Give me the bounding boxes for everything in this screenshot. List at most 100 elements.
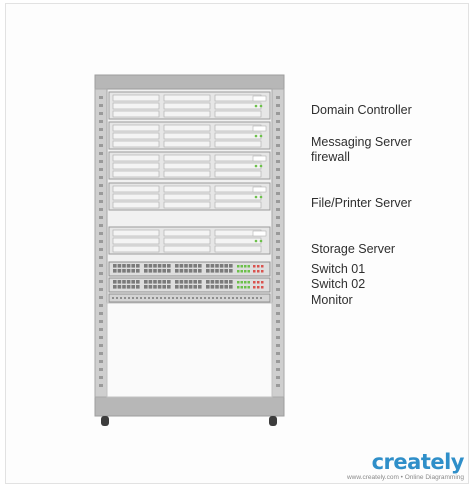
rail-hole — [276, 104, 280, 107]
rail-hole — [276, 176, 280, 179]
rail-hole — [99, 136, 103, 139]
rail-hole — [99, 184, 103, 187]
switch-port — [210, 285, 215, 289]
rail-hole — [276, 296, 280, 299]
switch-port — [224, 264, 228, 268]
monitor-vent — [188, 297, 190, 299]
drive-bay — [214, 201, 262, 209]
drive-bay — [163, 229, 211, 237]
server-badge — [252, 230, 267, 237]
drive-bay — [163, 245, 211, 253]
label-switch-02: Switch 02 — [311, 277, 366, 291]
monitor-vent — [132, 297, 134, 299]
rail-hole — [99, 168, 103, 171]
switch-port — [157, 280, 162, 284]
switch-port — [136, 269, 140, 273]
rail-hole — [99, 128, 103, 131]
drive-bay — [163, 102, 211, 110]
creately-logo[interactable]: creately www.creately.com • Online Diagr… — [347, 451, 465, 481]
drive-bay — [163, 154, 211, 162]
rail-hole — [99, 304, 103, 307]
drive-bay — [112, 124, 160, 132]
drive-bay — [214, 245, 262, 253]
switch-port — [179, 280, 184, 284]
rail-hole — [276, 368, 280, 371]
switch-port — [175, 269, 179, 273]
drive-bay — [163, 237, 211, 245]
label-monitor: Monitor — [311, 293, 353, 307]
monitor-vent — [252, 297, 254, 299]
status-led — [259, 164, 263, 168]
status-led — [254, 239, 258, 243]
rail-hole — [276, 312, 280, 315]
switch-port — [188, 285, 193, 289]
switch-led — [253, 265, 256, 268]
switch-port — [136, 280, 140, 284]
switch-port — [184, 264, 188, 268]
monitor-vent — [224, 297, 226, 299]
switch-port — [122, 285, 126, 289]
rail-hole — [276, 216, 280, 219]
rail-hole — [99, 312, 103, 315]
rail-hole — [99, 120, 103, 123]
rail-hole — [276, 336, 280, 339]
switch-port — [224, 269, 228, 273]
drive-bay — [163, 140, 211, 148]
rail-hole — [276, 240, 280, 243]
switch-port — [153, 285, 157, 289]
rail-hole — [99, 272, 103, 275]
switch-port — [215, 285, 219, 289]
drive-bay — [112, 162, 160, 170]
switch-port — [193, 285, 197, 289]
rail-hole — [276, 232, 280, 235]
monitor-vent — [156, 297, 158, 299]
switch-port — [167, 285, 171, 289]
drive-bay — [214, 193, 262, 201]
rack-top-bar — [94, 74, 285, 90]
server-badge — [252, 125, 267, 132]
monitor-vent — [164, 297, 166, 299]
label-messaging-server: Messaging Server — [311, 135, 412, 149]
switch-led — [237, 286, 240, 289]
switch-port — [113, 280, 117, 284]
rail-hole — [99, 96, 103, 99]
switch-port — [179, 269, 184, 273]
drive-bay — [163, 124, 211, 132]
switch-port — [175, 285, 179, 289]
switch-port — [167, 264, 171, 268]
switch-port — [126, 280, 131, 284]
switch-port — [188, 269, 193, 273]
rail-hole — [276, 144, 280, 147]
switch-port — [162, 264, 166, 268]
drive-bay — [112, 132, 160, 140]
rail-hole — [99, 264, 103, 267]
switch-port — [113, 269, 117, 273]
rail-hole — [276, 304, 280, 307]
label-firewall: firewall — [311, 150, 350, 164]
switch-port — [193, 280, 197, 284]
monitor-vent — [124, 297, 126, 299]
switch-port — [157, 285, 162, 289]
switch-port — [206, 269, 210, 273]
switch-port — [162, 269, 166, 273]
switch-port — [219, 269, 224, 273]
switch-port — [136, 285, 140, 289]
rail-hole — [99, 256, 103, 259]
rail-hole — [99, 160, 103, 163]
switch-led — [244, 265, 247, 268]
rail-hole — [99, 152, 103, 155]
switch-port — [219, 285, 224, 289]
switch-port — [224, 285, 228, 289]
rail-hole — [99, 232, 103, 235]
drive-bay — [214, 132, 262, 140]
switch-led — [261, 281, 264, 284]
switch-port — [144, 264, 148, 268]
rail-hole — [99, 288, 103, 291]
status-led — [259, 104, 263, 108]
switch-port — [157, 269, 162, 273]
switch-led — [240, 265, 243, 268]
switch-port — [122, 264, 126, 268]
rail-hole — [99, 328, 103, 331]
drive-bay — [112, 229, 160, 237]
